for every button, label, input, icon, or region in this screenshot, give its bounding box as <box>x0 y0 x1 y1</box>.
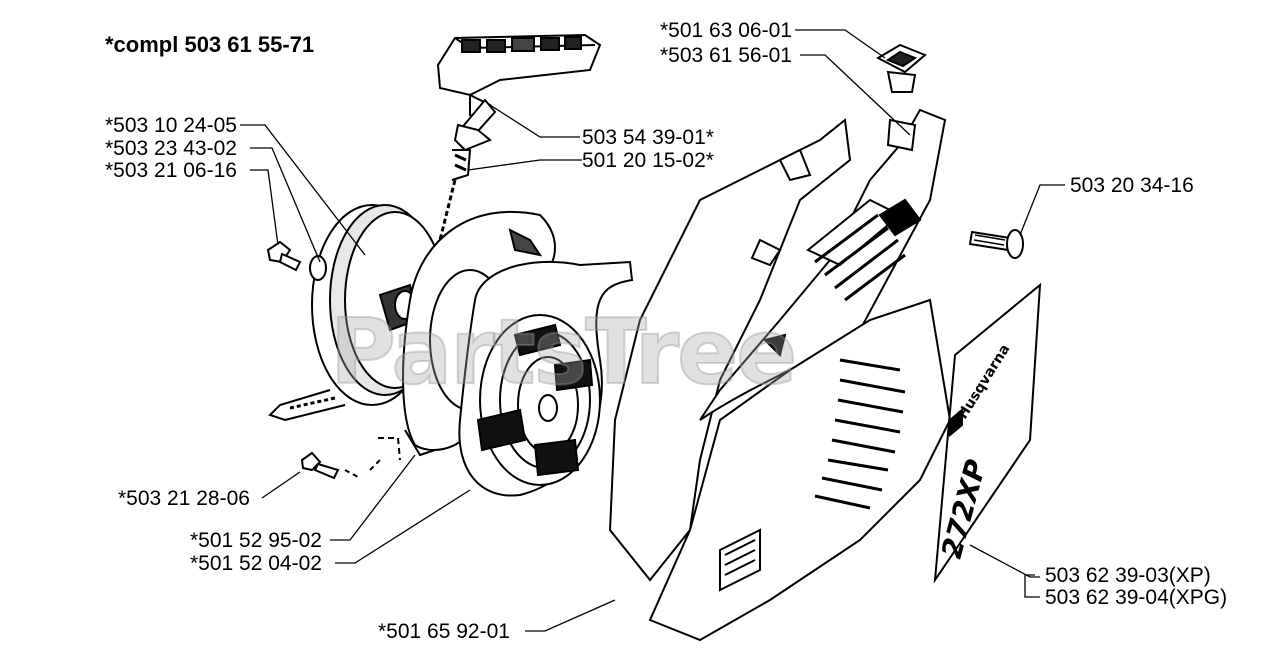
part-label-501-52-04-02[interactable]: *501 52 04-02 <box>190 552 322 575</box>
part-label-501-52-95-02[interactable]: *501 52 95-02 <box>190 529 322 552</box>
part-label-503-54-39-01[interactable]: 503 54 39-01* <box>582 126 714 149</box>
part-label-503-10-24-05[interactable]: *503 10 24-05 <box>105 114 237 137</box>
part-label-503-62-39-04[interactable]: 503 62 39-04(XPG) <box>1045 586 1228 609</box>
screw-left <box>266 240 302 272</box>
part-label-503-23-43-02[interactable]: *503 23 43-02 <box>105 137 237 160</box>
assembly-title: *compl 503 61 55-71 <box>105 32 315 57</box>
leader-lines <box>240 29 1065 632</box>
starter-handle <box>436 33 602 181</box>
watermark: PartsTree <box>329 299 798 406</box>
part-label-503-20-34-16[interactable]: 503 20 34-16 <box>1070 174 1194 197</box>
part-label-503-62-39-03[interactable]: 503 62 39-03(XP) <box>1045 564 1211 587</box>
screw-right <box>968 229 1024 259</box>
part-label-501-63-06-01[interactable]: *501 63 06-01 <box>660 19 792 42</box>
part-label-503-21-06-16[interactable]: *503 21 06-16 <box>105 159 237 182</box>
decal-272xp: Husqvarna 272XP <box>933 282 1042 584</box>
screw-lower <box>300 437 401 480</box>
starter-cover <box>608 108 952 642</box>
part-label-503-21-28-06[interactable]: *503 21 28-06 <box>118 487 250 510</box>
part-label-503-61-56-01[interactable]: *503 61 56-01 <box>660 44 792 67</box>
spring-cassette <box>458 260 634 497</box>
part-label-501-20-15-02[interactable]: 501 20 15-02* <box>582 149 714 172</box>
grommet <box>875 43 927 93</box>
part-label-501-65-92-01[interactable]: *501 65 92-01 <box>378 620 510 643</box>
washer <box>309 255 327 281</box>
